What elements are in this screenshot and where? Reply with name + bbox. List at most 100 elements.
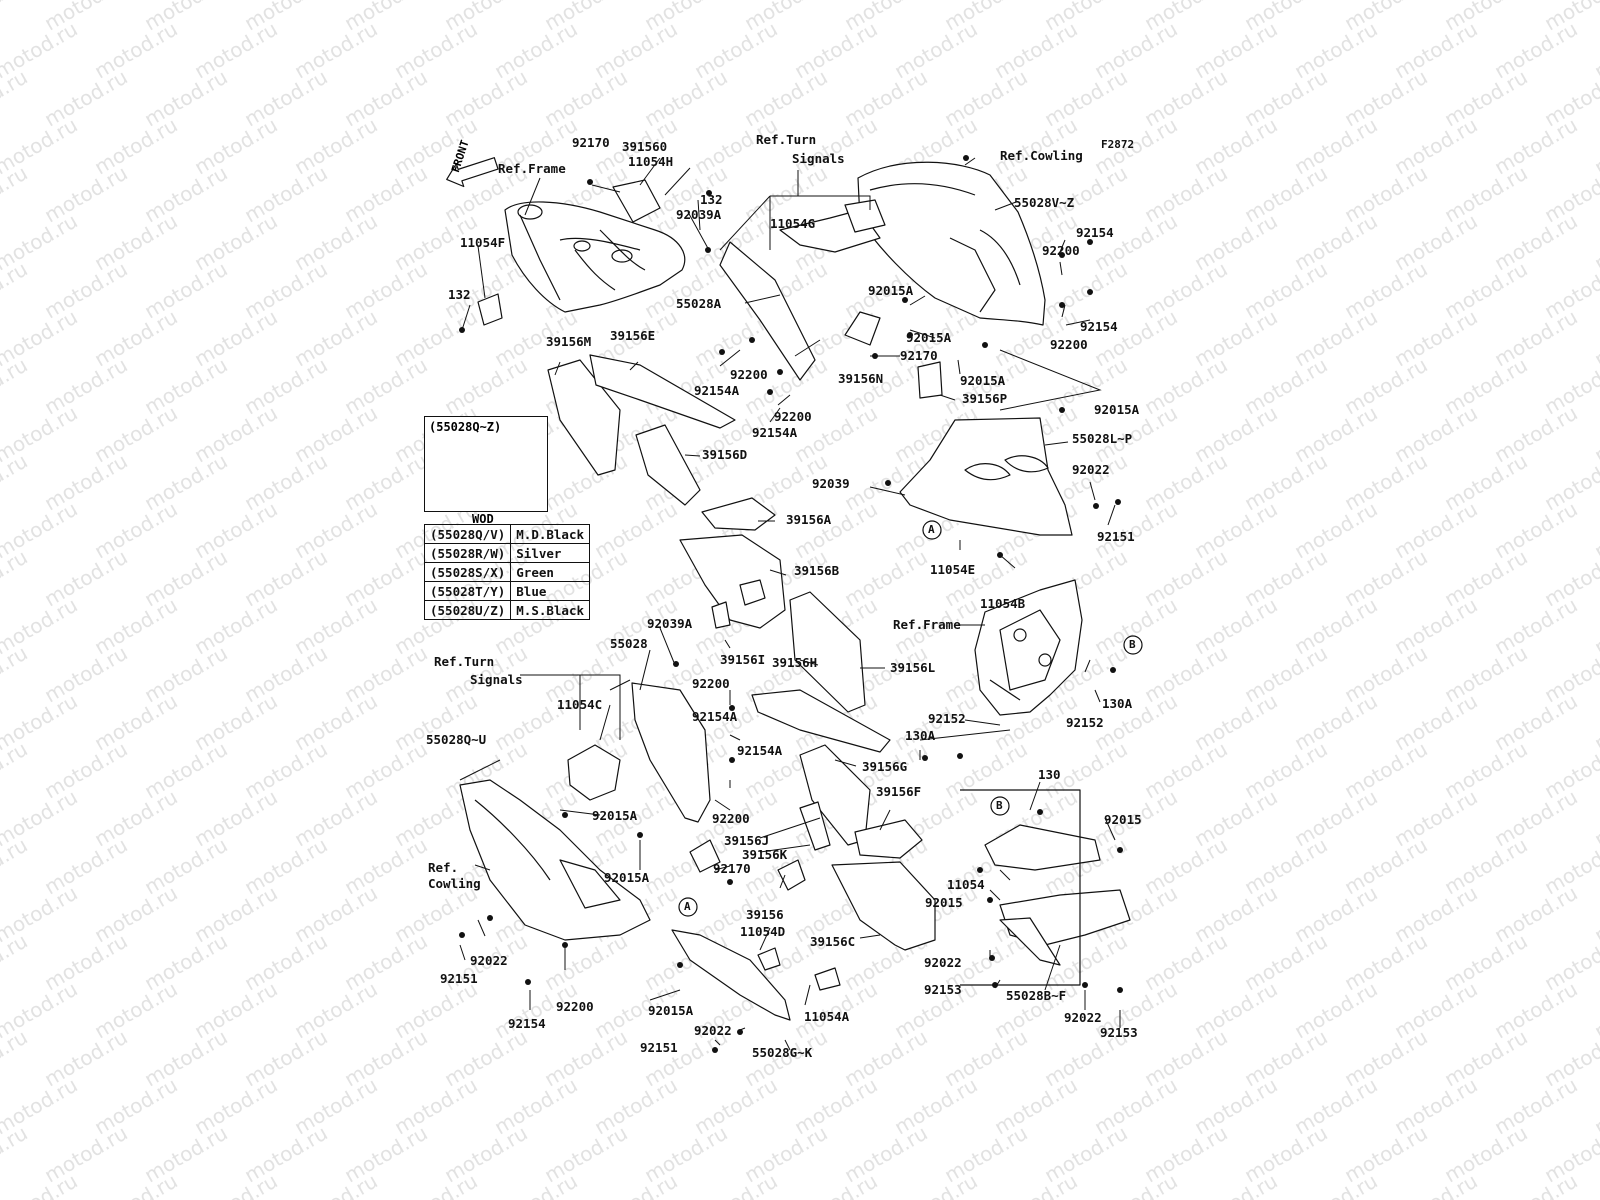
part-label: 92039A xyxy=(676,207,722,222)
upper-cowl-illustration xyxy=(857,161,1046,326)
part-label: 92015 xyxy=(925,895,963,910)
part-label: 92200 xyxy=(1042,243,1080,258)
part-label: 391560 xyxy=(622,139,668,154)
part-label: 92151 xyxy=(1097,529,1135,544)
color-code: (55028Q/V) xyxy=(423,524,512,544)
pad-39156m xyxy=(547,359,621,476)
part-label: 92151 xyxy=(440,971,478,986)
part-label: 92022 xyxy=(1064,1010,1102,1025)
part-label: 92015A xyxy=(868,283,914,298)
color-code: (55028R/W) xyxy=(423,543,512,563)
color-name: Silver xyxy=(510,543,590,563)
part-label: 92015A xyxy=(906,330,952,345)
part-label: 92170 xyxy=(900,348,938,363)
ref-label: Ref.Cowling xyxy=(1000,148,1083,163)
part-label: 39156M xyxy=(546,334,592,349)
part-label: 92154A xyxy=(752,425,798,440)
part-label: 92022 xyxy=(924,955,962,970)
part-label: 132 xyxy=(448,287,471,302)
part-label: 39156A xyxy=(786,512,832,527)
variant-box-title: (55028Q~Z) xyxy=(429,420,502,434)
part-label: 55028A xyxy=(676,296,722,311)
part-label: 92170 xyxy=(572,135,610,150)
part-label: 39156G xyxy=(862,759,908,774)
pad-39156a xyxy=(701,497,776,531)
pad-39156c xyxy=(831,861,936,951)
part-label: 92153 xyxy=(924,982,962,997)
callout-b-circle-2 xyxy=(990,796,1010,816)
pad-39156f xyxy=(854,819,923,859)
color-name: M.D.Black xyxy=(510,524,590,544)
callout-a-label: A xyxy=(684,900,691,913)
color-name: Blue xyxy=(510,581,590,601)
small-cowl-55028gk xyxy=(671,929,791,1021)
part-label: 11054E xyxy=(930,562,976,577)
part-label: 39156E xyxy=(610,328,656,343)
ref-label: Ref.Turn xyxy=(756,132,817,147)
pad-39156h xyxy=(751,689,891,753)
part-label: 92015A xyxy=(604,870,650,885)
color-row: (55028U/Z)M.S.Black xyxy=(423,600,590,620)
part-label: 92153 xyxy=(1100,1025,1138,1040)
part-label: 55028Q~U xyxy=(426,732,487,747)
bracket-11054h xyxy=(612,179,661,223)
part-label: 92022 xyxy=(470,953,508,968)
part-label: 92015A xyxy=(960,373,1006,388)
part-label: 39156C xyxy=(810,934,856,949)
part-label: 92200 xyxy=(730,367,768,382)
part-label: 39156 xyxy=(746,907,784,922)
bracket-11054f xyxy=(477,293,503,326)
color-row: (55028T/Y)Blue xyxy=(423,581,590,601)
part-label: 92154 xyxy=(508,1016,546,1031)
inner-panel-55028 xyxy=(631,682,711,823)
part-label: 92039 xyxy=(812,476,850,491)
color-name: M.S.Black xyxy=(510,600,590,620)
part-label: 92151 xyxy=(640,1040,678,1055)
part-label: 11054C xyxy=(557,697,603,712)
color-row: (55028S/X)Green xyxy=(423,562,590,582)
part-label: 92022 xyxy=(694,1023,732,1038)
ref-label: Signals xyxy=(470,672,523,687)
ref-label: Ref.Turn xyxy=(434,654,495,669)
part-label: 11054F xyxy=(460,235,506,250)
part-label: 11054G xyxy=(770,216,816,231)
part-label: 92154 xyxy=(1080,319,1118,334)
part-label: 11054 xyxy=(947,877,985,892)
part-label: 55028B~F xyxy=(1006,988,1067,1003)
color-name: Green xyxy=(510,562,590,582)
part-label: 132 xyxy=(700,192,723,207)
left-cowl-55028qu xyxy=(459,779,651,941)
part-label: 39156L xyxy=(890,660,936,675)
ref-label: Ref. xyxy=(428,860,459,875)
frame-mid-illustration xyxy=(974,579,1083,716)
part-label: 92154 xyxy=(1076,225,1114,240)
part-label: 92015 xyxy=(1104,812,1142,827)
callout-b-label: B xyxy=(996,799,1003,812)
part-label: 92170 xyxy=(713,861,751,876)
part-label: 11054H xyxy=(628,154,674,169)
part-label: 92200 xyxy=(712,811,750,826)
part-label: 130 xyxy=(1038,767,1061,782)
pad-39156b xyxy=(679,534,786,629)
part-label: 92015A xyxy=(1094,402,1140,417)
part-label: 39156B xyxy=(794,563,840,578)
part-label: 92022 xyxy=(1072,462,1110,477)
part-label: 39156F xyxy=(876,784,922,799)
part-label: 92200 xyxy=(1050,337,1088,352)
part-label: 92015A xyxy=(648,1003,694,1018)
part-label: 92200 xyxy=(692,676,730,691)
variant-box: (55028Q~Z) xyxy=(424,416,548,512)
callout-a-circle-2 xyxy=(678,897,698,917)
part-label: 39156H xyxy=(772,655,818,670)
front-arrow xyxy=(446,157,499,188)
part-label: 55028V~Z xyxy=(1014,195,1075,210)
figure-code: F2872 xyxy=(1101,138,1135,151)
ref-label: Signals xyxy=(792,151,845,166)
frame-top-illustration xyxy=(504,201,686,313)
part-label: 92200 xyxy=(774,409,812,424)
part-label: 92015A xyxy=(592,808,638,823)
part-label: 92200 xyxy=(556,999,594,1014)
part-label: 92152 xyxy=(1066,715,1104,730)
ref-label: Ref.Frame xyxy=(498,161,566,176)
